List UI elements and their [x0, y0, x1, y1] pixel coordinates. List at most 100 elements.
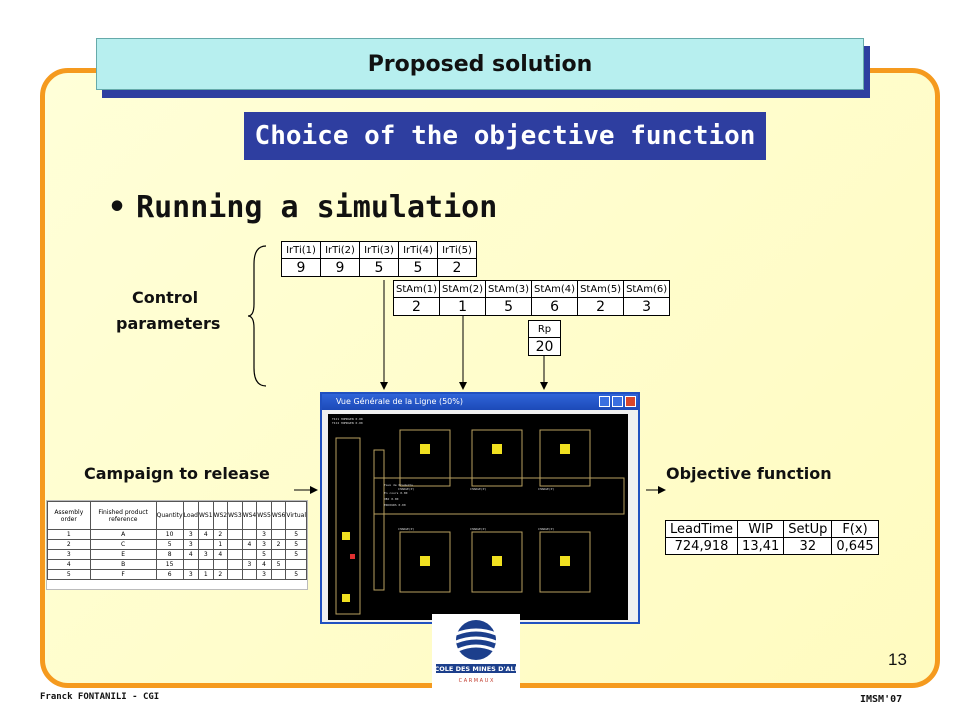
table-cell: 5 — [270, 559, 287, 570]
table-cell: 5 — [155, 539, 184, 550]
svg-text:TIJ2 HOMOGEN 0.00: TIJ2 HOMOGEN 0.00 — [332, 421, 363, 425]
table-cell: 5 — [285, 549, 307, 560]
table-cell: C — [89, 539, 157, 550]
table-cell — [212, 559, 229, 570]
table-cell: 5 — [285, 529, 307, 540]
table-cell: 4 — [256, 559, 272, 570]
irti-value: 9 — [320, 258, 360, 277]
table-cell: 5 — [285, 539, 307, 550]
stam-value: 2 — [392, 297, 441, 316]
footer-author: Franck FONTANILI - CGI — [40, 692, 160, 702]
campaign-header: WS6 — [270, 501, 287, 530]
irti-table: IrTi(1) IrTi(2) IrTi(3) IrTi(4) IrTi(5) … — [281, 241, 477, 277]
svg-text:TIJ1 HOMOGEN 0.00: TIJ1 HOMOGEN 0.00 — [332, 417, 363, 421]
table-cell: 3 — [47, 549, 91, 560]
campaign-header: WS5 — [256, 501, 272, 530]
control-label-line2: parameters — [116, 314, 221, 333]
campaign-header: WS3 — [227, 501, 243, 530]
table-cell — [227, 569, 243, 580]
irti-value: 2 — [437, 258, 477, 277]
table-cell — [270, 529, 287, 540]
svg-text:Taux de Produits: Taux de Produits — [384, 483, 413, 487]
table-cell — [241, 569, 258, 580]
logo-subtext: C A R M A U X — [459, 678, 494, 684]
stam-table: StAm(1) StAm(2) StAm(3) StAm(4) StAm(5) … — [392, 280, 671, 316]
campaign-table: Assembly order Finished product referenc… — [47, 501, 307, 580]
table-cell: E — [89, 549, 157, 560]
svg-text:ENCOURS 0.00: ENCOURS 0.00 — [384, 503, 406, 507]
bullet-text: Running a simulation — [136, 190, 498, 225]
bullet-dot: • — [108, 190, 127, 225]
table-cell — [182, 559, 200, 570]
table-cell — [285, 559, 307, 570]
table-cell: 4 — [241, 539, 258, 550]
table-cell: 10 — [155, 529, 184, 540]
table-cell: 5 — [256, 549, 272, 560]
svg-text:En cours 0.00: En cours 0.00 — [384, 491, 408, 495]
table-cell: 4 — [212, 549, 229, 560]
campaign-header: WS2 — [212, 501, 229, 530]
campaign-header: Virtual — [285, 501, 307, 530]
school-logo: ECOLE DES MINES D'ALBI C A R M A U X — [430, 614, 522, 688]
svg-text:CHARGE(P): CHARGE(P) — [398, 487, 414, 491]
slide-title: Proposed solution — [96, 38, 864, 90]
table-cell — [198, 559, 214, 570]
objective-value: 13,41 — [737, 537, 785, 555]
table-cell: 2 — [47, 539, 91, 550]
table-cell: 3 — [256, 529, 272, 540]
table-cell: 1 — [212, 539, 229, 550]
objective-header: WIP — [737, 520, 785, 538]
objective-header: SetUp — [783, 520, 833, 538]
objective-table: LeadTime WIP SetUp F(x) 724,918 13,41 32… — [664, 520, 879, 555]
table-cell — [241, 529, 258, 540]
svg-text:CHARGE(P): CHARGE(P) — [470, 487, 486, 491]
table-cell: 3 — [256, 569, 272, 580]
table-cell — [270, 569, 287, 580]
simulation-title: Vue Générale de la Ligne (50%) — [336, 397, 463, 406]
campaign-header: WS4 — [241, 501, 258, 530]
table-cell — [227, 559, 243, 570]
section-subtitle: Choice of the objective function — [244, 112, 766, 160]
bullet-item: • Running a simulation — [108, 190, 497, 225]
table-cell — [198, 539, 214, 550]
svg-text:CHARGE(P): CHARGE(P) — [538, 527, 554, 531]
logo-text: ECOLE DES MINES D'ALBI — [432, 665, 520, 673]
svg-text:OBJ 0.00: OBJ 0.00 — [384, 497, 399, 501]
logo-globe-icon: ECOLE DES MINES D'ALBI C A R M A U X — [430, 614, 522, 688]
simulation-titlebar: Vue Générale de la Ligne (50%) — [322, 394, 638, 410]
table-cell: 3 — [256, 539, 272, 550]
objective-value: 32 — [783, 537, 833, 555]
table-cell: 4 — [47, 559, 91, 570]
campaign-header: Assembly order — [47, 501, 91, 530]
table-cell: 3 — [241, 559, 258, 570]
stam-value: 3 — [623, 297, 671, 316]
table-cell — [227, 529, 243, 540]
objective-header: LeadTime — [664, 520, 739, 538]
objective-value: 724,918 — [664, 537, 739, 555]
rp-table: Rp 20 — [528, 320, 561, 356]
campaign-header: Quantity — [155, 501, 184, 530]
table-cell: 15 — [155, 559, 184, 570]
table-cell: 2 — [212, 529, 229, 540]
brace-icon — [248, 245, 267, 387]
footer-conference: IMSM'07 — [860, 694, 903, 705]
table-cell: 8 — [155, 549, 184, 560]
table-cell: 1 — [47, 529, 91, 540]
table-cell — [241, 549, 258, 560]
simulation-canvas: TIJ1 HOMOGEN 0.00 TIJ2 HOMOGEN 0.00 CHAR… — [328, 414, 628, 620]
table-cell: 3 — [198, 549, 214, 560]
stam-value: 1 — [439, 297, 487, 316]
svg-text:CHARGE(P): CHARGE(P) — [470, 527, 486, 531]
page-number: 13 — [888, 650, 907, 669]
table-cell — [227, 549, 243, 560]
objective-label: Objective function — [666, 464, 832, 483]
campaign-header: Load — [182, 501, 200, 530]
table-cell: 5 — [47, 569, 91, 580]
table-cell: A — [89, 529, 157, 540]
